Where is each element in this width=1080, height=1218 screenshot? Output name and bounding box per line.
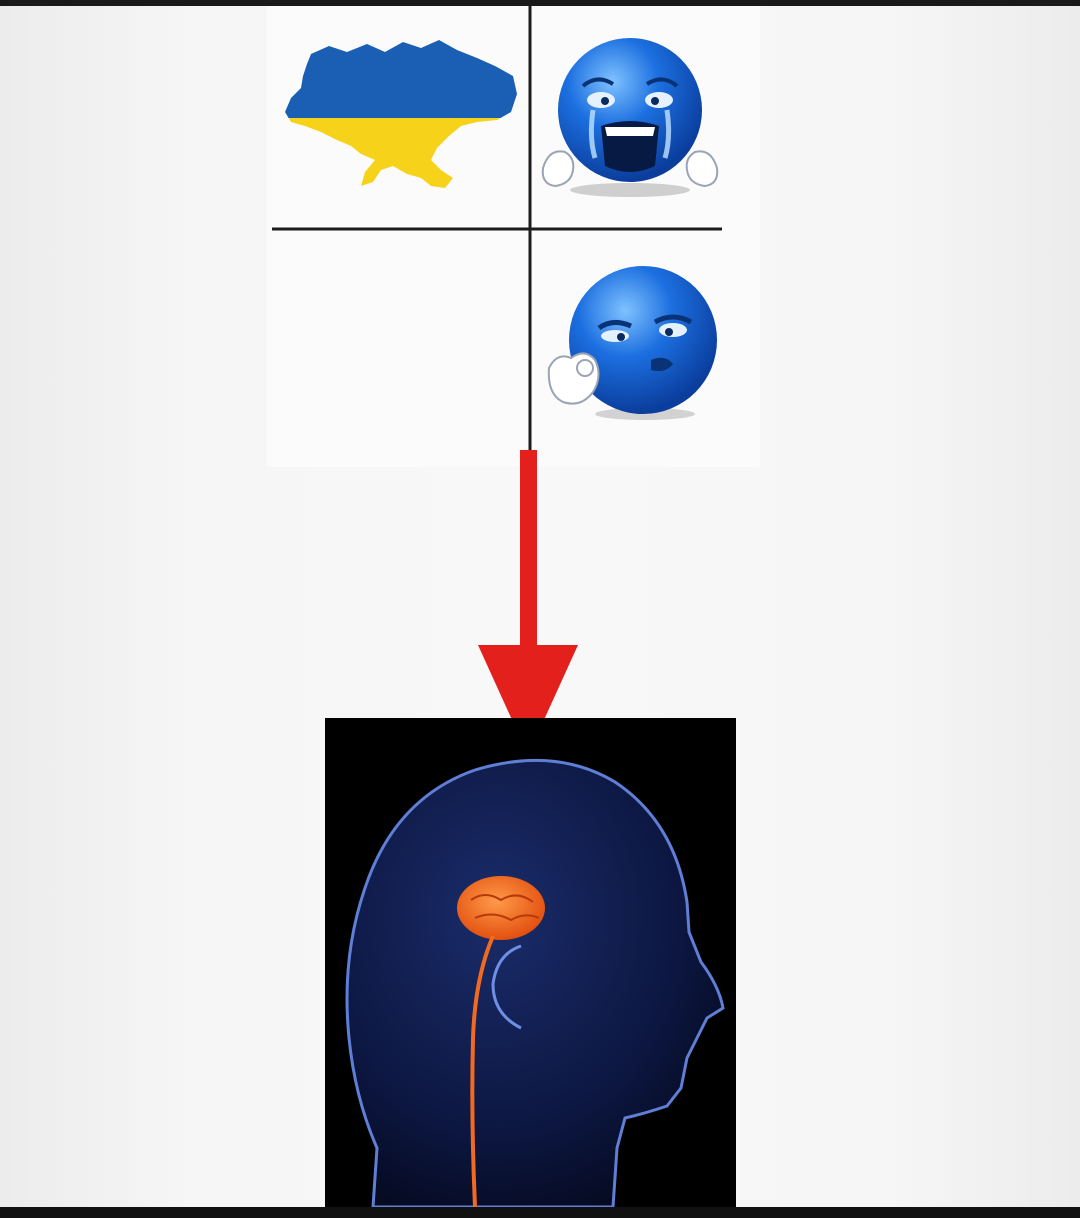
top-border (0, 0, 1080, 6)
head-silhouette-brain-icon (325, 718, 736, 1207)
bottom-border (0, 1207, 1080, 1218)
red-arrow-down-icon (470, 450, 586, 765)
grid-lines (272, 6, 722, 456)
empty-quadrant (272, 232, 527, 452)
crying-blue-emoji-icon (535, 28, 725, 208)
ukraine-flag-map-icon (281, 36, 521, 211)
smug-ok-hand-blue-emoji-icon (541, 256, 726, 431)
quadrant-grid (267, 6, 760, 467)
